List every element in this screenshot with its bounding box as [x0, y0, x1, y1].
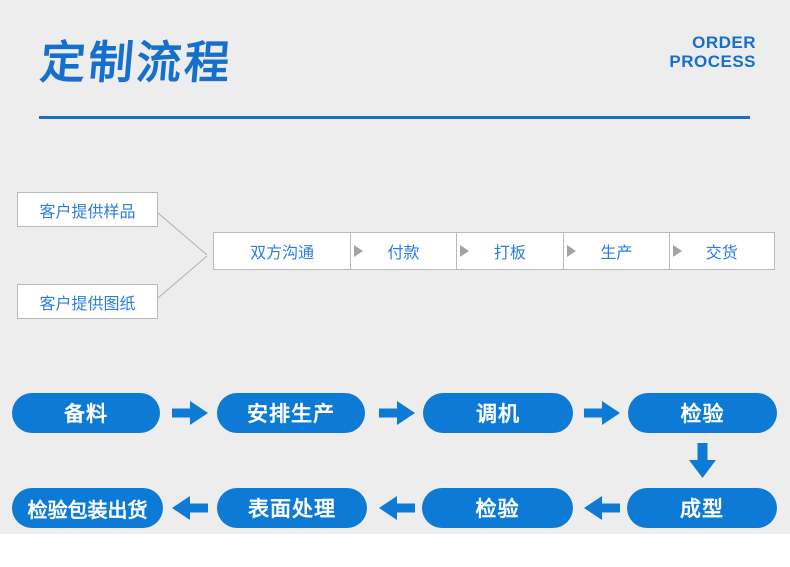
step-label: 双方沟通	[250, 245, 315, 262]
step-label: 打板	[493, 245, 526, 262]
pill-molding: 成型	[627, 488, 777, 528]
pill-inspection-packing-shipping: 检验包装出货	[12, 488, 163, 528]
step-separator-triangle-icon	[354, 245, 364, 257]
step-separator-triangle-icon	[567, 245, 577, 257]
branch-sample-label: 客户提供样品	[39, 203, 136, 221]
pill-arrange-production: 安排生产	[217, 393, 365, 433]
pill-material-preparation: 备料	[12, 393, 160, 433]
step-label: 生产	[600, 245, 633, 262]
flow-arrow-right-icon	[584, 401, 620, 425]
step-separator-triangle-icon	[672, 245, 682, 257]
flow-arrow-right-icon	[172, 401, 208, 425]
step-label: 交货	[705, 245, 738, 262]
pill-label: 检验	[680, 403, 725, 426]
pill-label: 检验	[475, 498, 520, 521]
step-communication: 双方沟通	[214, 233, 350, 269]
flow-arrow-left-icon	[584, 496, 620, 520]
pill-label: 表面处理	[248, 498, 336, 521]
pill-label: 成型	[680, 498, 724, 521]
title-underline	[39, 116, 750, 119]
pill-surface-treatment: 表面处理	[217, 488, 367, 528]
step-label: 付款	[387, 245, 420, 262]
branch-connector-lines	[157, 212, 208, 299]
step-production: 生产	[563, 233, 668, 269]
pill-inspection-1: 检验	[628, 393, 777, 433]
step-payment: 付款	[350, 233, 455, 269]
page-title: 定制流程	[38, 37, 235, 88]
step-delivery: 交货	[668, 233, 774, 269]
flow-arrow-right-icon	[379, 401, 415, 425]
page-subtitle: ORDER PROCESS	[669, 33, 756, 71]
branch-box-sample: 客户提供样品	[17, 192, 158, 227]
pill-inspection-2: 检验	[422, 488, 573, 528]
pill-label: 调机	[476, 403, 520, 426]
flow-arrow-left-icon	[172, 496, 208, 520]
order-steps-bar: 双方沟通 付款 打板 生产 交货	[213, 232, 775, 270]
step-separator-triangle-icon	[459, 245, 469, 257]
subtitle-line1: ORDER	[692, 33, 756, 52]
flow-arrow-left-icon	[379, 496, 415, 520]
pill-label: 检验包装出货	[27, 499, 148, 522]
pill-label: 备料	[64, 403, 108, 426]
pill-label: 安排生产	[247, 403, 335, 426]
subtitle-line2: PROCESS	[669, 52, 756, 71]
step-prototyping: 打板	[455, 233, 563, 269]
pill-machine-setup: 调机	[423, 393, 573, 433]
flow-arrow-down-icon	[689, 443, 716, 478]
branch-drawing-label: 客户提供图纸	[39, 295, 136, 313]
branch-box-drawing: 客户提供图纸	[17, 284, 158, 319]
